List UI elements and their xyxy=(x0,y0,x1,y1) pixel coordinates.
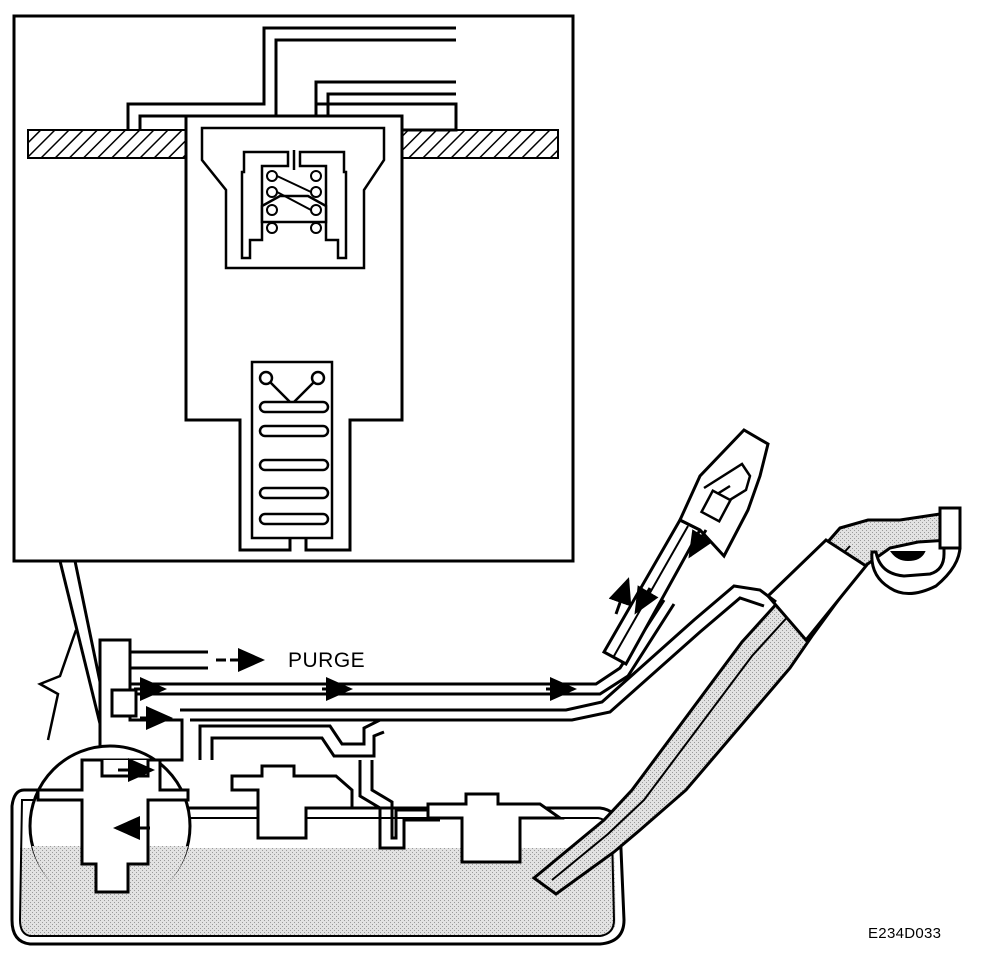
filler-cap-tab xyxy=(889,551,926,562)
inset-mount-plate-left xyxy=(27,129,187,159)
vent-loop-2 xyxy=(358,760,440,850)
nozzle-valve-block xyxy=(699,489,733,523)
breather-line-outer xyxy=(180,584,777,712)
magnified-circle xyxy=(28,744,192,909)
filler-pipe xyxy=(531,506,962,896)
tank-valve-1 xyxy=(230,764,354,840)
vent-loop-2-inner xyxy=(370,760,440,840)
inset-mount-plate-right xyxy=(401,129,559,159)
inset-valve-body xyxy=(184,114,404,552)
inset-upper-spring xyxy=(266,170,322,234)
inset-lower-float xyxy=(250,360,334,540)
nozzle-flow-arrow-up xyxy=(608,577,632,615)
inset-panel xyxy=(12,14,575,563)
tank-valves xyxy=(230,764,565,864)
nozzle-flow-arrow-spout xyxy=(634,585,659,615)
figure-id-label: E234D033 xyxy=(868,925,942,942)
breather-line-inner xyxy=(190,596,765,722)
magnifier-valve-cap xyxy=(100,760,150,778)
filler-pipe-sleeve xyxy=(765,538,869,643)
inset-upper-check-valve xyxy=(240,150,348,260)
inset-valve-body-inner xyxy=(200,126,386,270)
vent-valve-housing xyxy=(98,638,184,782)
inset-lower-spring xyxy=(258,370,330,526)
flow-arrows xyxy=(113,529,713,840)
nozzle-spout xyxy=(601,518,703,667)
tank-valve-2 xyxy=(426,792,565,864)
break-mark xyxy=(37,629,78,741)
vent-line-main-lower xyxy=(120,603,676,696)
nozzle-flow-arrow-handle xyxy=(688,529,713,559)
filler-neck-end xyxy=(938,506,962,550)
vent-loop-1-inner xyxy=(210,730,385,760)
vent-loop-1 xyxy=(198,718,381,760)
filler-cap xyxy=(870,508,962,595)
vent-line-main xyxy=(120,599,666,686)
purge-outlet xyxy=(128,650,208,670)
purge-label: PURGE xyxy=(288,649,366,672)
